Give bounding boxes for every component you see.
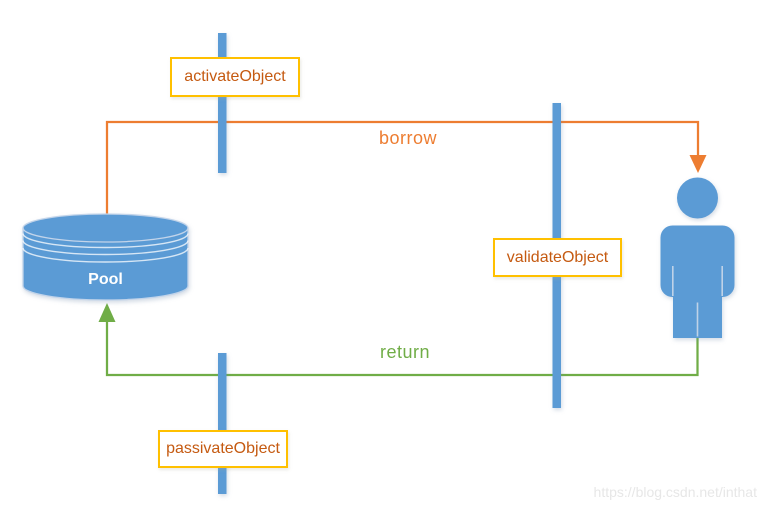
person-icon [660,177,735,338]
activate-object-label: activateObject [170,57,300,97]
return-arrow [98,303,699,377]
pool-node-label: Pool [88,271,123,288]
return-arrowhead-icon [98,303,116,322]
passivate-lifeline-bar [218,353,227,494]
activate-lifeline-bar [218,33,227,173]
pool-database-icon [22,213,189,301]
watermark: https://blog.csdn.net/inthat [593,484,757,500]
passivate-object-label: passivateObject [158,430,288,468]
borrow-arrowhead-icon [689,155,707,173]
validate-object-label: validateObject [493,238,622,277]
borrow-arrow [105,120,707,214]
return-edge-label: return [379,342,431,362]
borrow-edge-label: borrow [378,128,438,148]
